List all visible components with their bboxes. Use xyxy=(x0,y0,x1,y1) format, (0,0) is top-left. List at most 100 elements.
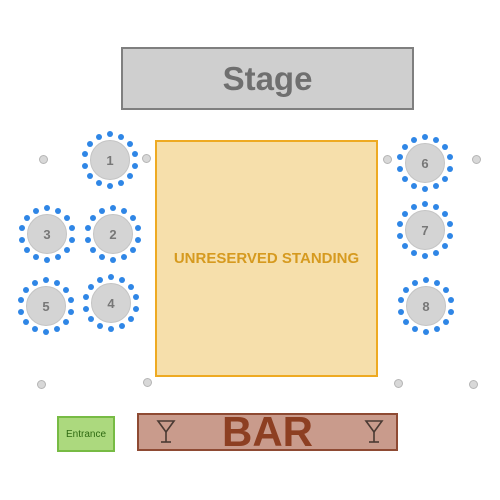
seat[interactable] xyxy=(130,247,137,254)
seat[interactable] xyxy=(132,162,139,169)
seat[interactable] xyxy=(32,207,39,214)
seat[interactable] xyxy=(448,308,455,315)
seat[interactable] xyxy=(119,323,126,330)
table-8[interactable]: 8 xyxy=(406,286,446,326)
seat[interactable] xyxy=(43,277,49,283)
seat[interactable] xyxy=(447,232,454,239)
seat[interactable] xyxy=(17,297,24,304)
seat[interactable] xyxy=(82,294,89,301)
seat[interactable] xyxy=(397,297,404,304)
seat[interactable] xyxy=(448,297,455,304)
seat[interactable] xyxy=(98,254,105,261)
seat[interactable] xyxy=(442,243,449,250)
seat[interactable] xyxy=(55,207,62,214)
seat[interactable] xyxy=(84,225,91,232)
seat[interactable] xyxy=(135,225,142,232)
seat[interactable] xyxy=(433,136,440,143)
seat[interactable] xyxy=(443,286,450,293)
seat[interactable] xyxy=(121,254,128,261)
seat[interactable] xyxy=(133,305,140,312)
seat[interactable] xyxy=(98,207,105,214)
seat[interactable] xyxy=(84,236,91,243)
seat[interactable] xyxy=(95,180,102,187)
seat[interactable] xyxy=(64,214,71,221)
seat[interactable] xyxy=(55,254,62,261)
table-1[interactable]: 1 xyxy=(90,140,130,180)
seat[interactable] xyxy=(54,279,61,286)
seat[interactable] xyxy=(44,257,50,263)
seat[interactable] xyxy=(121,207,128,214)
seat[interactable] xyxy=(86,173,93,180)
seat[interactable] xyxy=(422,201,428,207)
seat[interactable] xyxy=(87,316,94,323)
seat[interactable] xyxy=(96,323,103,330)
seat[interactable] xyxy=(119,276,126,283)
seat[interactable] xyxy=(32,254,39,261)
seat[interactable] xyxy=(22,286,29,293)
seat[interactable] xyxy=(128,316,135,323)
seat[interactable] xyxy=(31,326,38,333)
seat[interactable] xyxy=(447,154,454,161)
seat[interactable] xyxy=(443,319,450,326)
seat[interactable] xyxy=(442,210,449,217)
seat[interactable] xyxy=(127,173,134,180)
seat[interactable] xyxy=(63,286,70,293)
seat[interactable] xyxy=(401,243,408,250)
seat[interactable] xyxy=(433,183,440,190)
seat[interactable] xyxy=(69,225,76,232)
seat[interactable] xyxy=(433,203,440,210)
seat[interactable] xyxy=(423,329,429,335)
seat[interactable] xyxy=(110,205,116,211)
seat[interactable] xyxy=(434,326,441,333)
seat[interactable] xyxy=(442,143,449,150)
seat[interactable] xyxy=(396,232,403,239)
seat[interactable] xyxy=(23,214,30,221)
seat[interactable] xyxy=(128,283,135,290)
seat[interactable] xyxy=(442,176,449,183)
seat[interactable] xyxy=(401,176,408,183)
seat[interactable] xyxy=(81,151,88,158)
table-7[interactable]: 7 xyxy=(405,210,445,250)
seat[interactable] xyxy=(110,257,116,263)
seat[interactable] xyxy=(18,236,25,243)
seat[interactable] xyxy=(31,279,38,286)
seat[interactable] xyxy=(23,247,30,254)
seat[interactable] xyxy=(135,236,142,243)
seat[interactable] xyxy=(422,134,428,140)
seat[interactable] xyxy=(107,183,113,189)
seat[interactable] xyxy=(17,308,24,315)
seat[interactable] xyxy=(64,247,71,254)
seat[interactable] xyxy=(397,308,404,315)
seat[interactable] xyxy=(402,286,409,293)
seat[interactable] xyxy=(118,180,125,187)
seat[interactable] xyxy=(411,326,418,333)
seat[interactable] xyxy=(95,133,102,140)
seat[interactable] xyxy=(133,294,140,301)
seat[interactable] xyxy=(410,183,417,190)
table-5[interactable]: 5 xyxy=(26,286,66,326)
seat[interactable] xyxy=(89,247,96,254)
seat[interactable] xyxy=(68,297,75,304)
unreserved-standing-area[interactable]: UNRESERVED STANDING xyxy=(155,140,378,377)
seat[interactable] xyxy=(127,140,134,147)
seat[interactable] xyxy=(63,319,70,326)
seat[interactable] xyxy=(401,143,408,150)
seat[interactable] xyxy=(22,319,29,326)
seat[interactable] xyxy=(69,236,76,243)
table-4[interactable]: 4 xyxy=(91,283,131,323)
stage[interactable]: Stage xyxy=(121,47,414,110)
seat[interactable] xyxy=(108,326,114,332)
seat[interactable] xyxy=(43,329,49,335)
seat[interactable] xyxy=(423,277,429,283)
seat[interactable] xyxy=(401,210,408,217)
seat[interactable] xyxy=(447,221,454,228)
seat[interactable] xyxy=(433,250,440,257)
table-6[interactable]: 6 xyxy=(405,143,445,183)
seat[interactable] xyxy=(402,319,409,326)
seat[interactable] xyxy=(396,154,403,161)
seat[interactable] xyxy=(447,165,454,172)
seat[interactable] xyxy=(18,225,25,232)
table-2[interactable]: 2 xyxy=(93,214,133,254)
bar[interactable]: BAR xyxy=(137,411,398,453)
seat[interactable] xyxy=(96,276,103,283)
